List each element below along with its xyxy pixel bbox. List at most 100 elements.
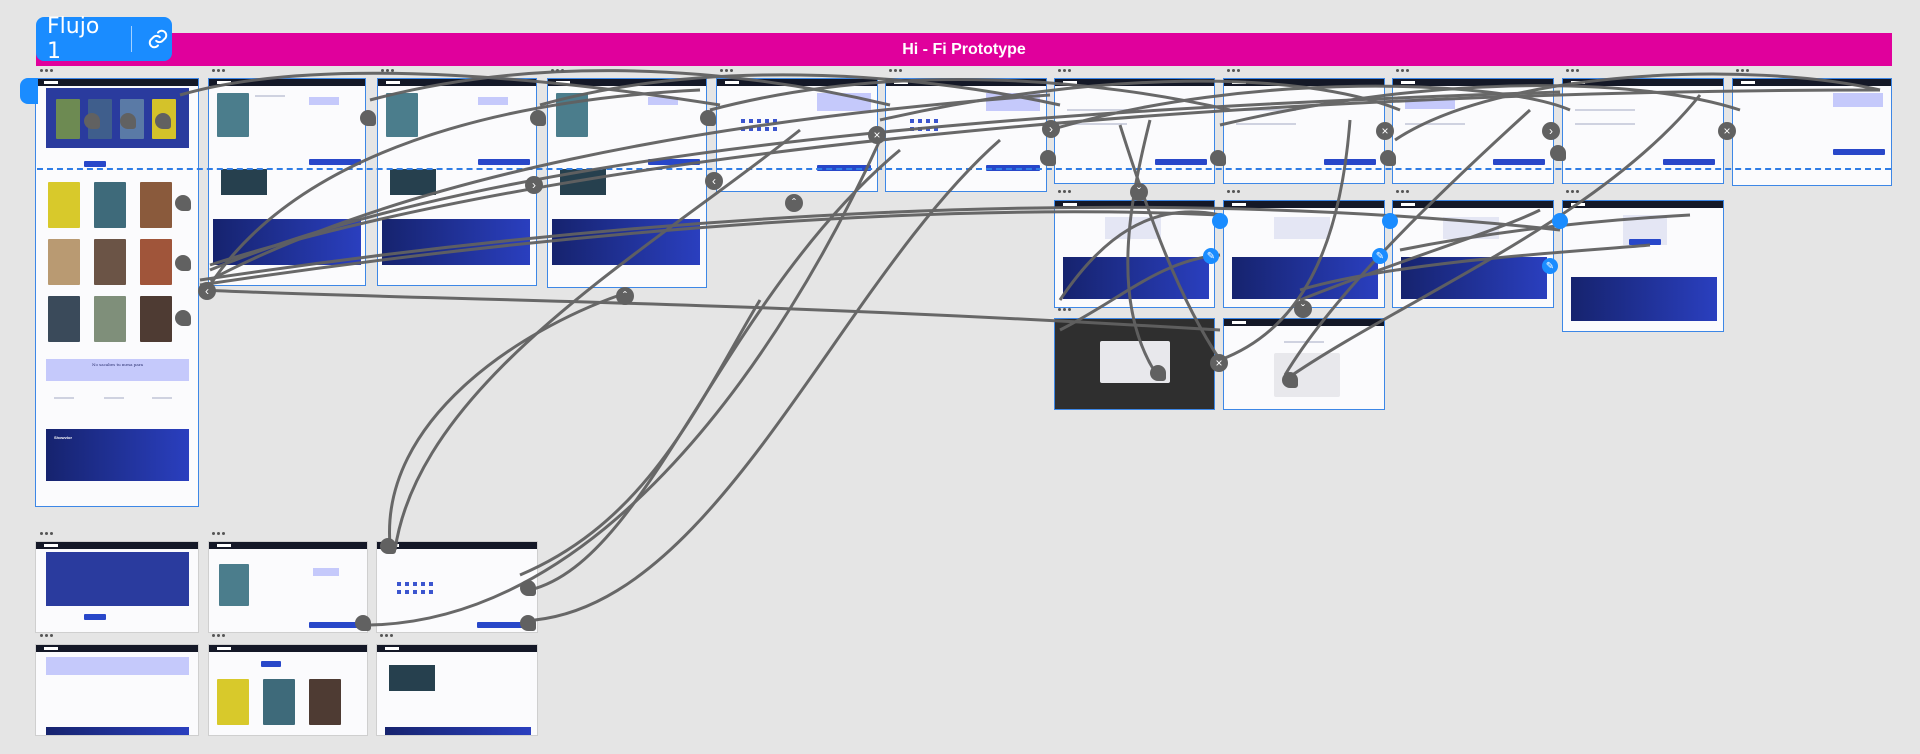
connection-arrow-left[interactable]: ‹: [198, 282, 216, 300]
connection-origin[interactable]: [120, 113, 136, 129]
buy-button[interactable]: [478, 159, 530, 165]
movie-poster[interactable]: [140, 296, 172, 342]
pay-button[interactable]: [1324, 159, 1376, 165]
frame-detail-variant[interactable]: [208, 541, 368, 633]
flow-start-tab[interactable]: [20, 78, 38, 104]
frame-menu-dots[interactable]: [720, 69, 734, 72]
frame-modal-overlay[interactable]: [1054, 318, 1215, 410]
frame-seat-variant[interactable]: [376, 541, 538, 633]
frame-menu-dots[interactable]: [40, 69, 54, 72]
download-button[interactable]: [1629, 239, 1661, 245]
seat[interactable]: [757, 119, 761, 123]
seat[interactable]: [413, 582, 417, 586]
connection-arrow-left[interactable]: ‹: [705, 172, 723, 190]
connection-swap[interactable]: ×: [868, 126, 886, 144]
frame-menu-dots[interactable]: [1566, 190, 1580, 193]
frame-catalog[interactable]: [208, 644, 368, 736]
frame-movie-detail-3[interactable]: [547, 78, 707, 288]
frame-features[interactable]: [35, 644, 199, 736]
connection-arrow-right[interactable]: ›: [1042, 120, 1060, 138]
connection-origin[interactable]: [380, 538, 396, 554]
buy-button[interactable]: [309, 159, 361, 165]
form-field[interactable]: [1067, 123, 1127, 125]
trailer-thumbnail[interactable]: [221, 169, 267, 195]
flow-starting-point-badge[interactable]: Flujo 1: [36, 14, 172, 64]
form-field[interactable]: [1575, 109, 1635, 111]
movie-poster[interactable]: [263, 679, 295, 725]
frame-menu-dots[interactable]: [1396, 69, 1410, 72]
pay-button[interactable]: [1493, 159, 1545, 165]
connection-origin[interactable]: [84, 113, 100, 129]
connection-arrow-right[interactable]: ›: [525, 176, 543, 194]
connection-origin[interactable]: [175, 195, 191, 211]
frame-menu-dots[interactable]: [40, 634, 54, 637]
frame-menu-dots[interactable]: [1227, 69, 1241, 72]
trailer-thumbnail[interactable]: [390, 169, 436, 195]
movie-poster[interactable]: [48, 182, 80, 228]
flow-start-marker[interactable]: [1212, 213, 1228, 229]
frame-home-variant[interactable]: [35, 541, 199, 633]
seat[interactable]: [773, 127, 777, 131]
frame-tickets[interactable]: [1562, 200, 1724, 332]
buy-button[interactable]: [309, 622, 361, 628]
form-field[interactable]: [1236, 109, 1296, 111]
seat[interactable]: [926, 127, 930, 131]
seat[interactable]: [429, 582, 433, 586]
connection-swap[interactable]: ×: [1718, 122, 1736, 140]
movie-poster[interactable]: [48, 296, 80, 342]
form-field[interactable]: [1405, 123, 1465, 125]
connection-origin[interactable]: [1210, 150, 1226, 166]
frame-movie-detail-1[interactable]: [208, 78, 366, 286]
frame-my-tickets[interactable]: [1223, 318, 1385, 410]
connection-origin[interactable]: [175, 310, 191, 326]
movie-poster[interactable]: [140, 182, 172, 228]
seat[interactable]: [749, 119, 753, 123]
pay-button[interactable]: [1663, 159, 1715, 165]
section-header[interactable]: Hi - Fi Prototype: [36, 33, 1892, 66]
seat[interactable]: [926, 119, 930, 123]
date-selector[interactable]: [648, 97, 678, 105]
pay-button[interactable]: [1833, 149, 1885, 155]
connection-origin[interactable]: [520, 580, 536, 596]
date-selector[interactable]: [313, 568, 339, 576]
frame-menu-dots[interactable]: [1396, 190, 1410, 193]
connection-origin[interactable]: [1380, 150, 1396, 166]
connection-origin[interactable]: [155, 113, 171, 129]
form-field[interactable]: [1236, 123, 1296, 125]
connection-origin[interactable]: [530, 110, 546, 126]
seat[interactable]: [910, 119, 914, 123]
frame-movie-info[interactable]: [376, 644, 538, 736]
movie-poster[interactable]: [140, 239, 172, 285]
date-selector[interactable]: [478, 97, 508, 105]
flow-start-marker[interactable]: [1552, 213, 1568, 229]
connection-arrow-down[interactable]: ˇ: [1294, 300, 1312, 318]
seat[interactable]: [397, 590, 401, 594]
connection-swap[interactable]: ×: [1376, 122, 1394, 140]
seat[interactable]: [918, 127, 922, 131]
connection-arrow-right[interactable]: ›: [1542, 122, 1560, 140]
seat[interactable]: [765, 127, 769, 131]
movie-poster[interactable]: [94, 182, 126, 228]
date-selector[interactable]: [309, 97, 339, 105]
movie-poster[interactable]: [48, 239, 80, 285]
tab-button[interactable]: [84, 161, 106, 167]
frame-menu-dots[interactable]: [1566, 69, 1580, 72]
frame-menu-dots[interactable]: [1058, 69, 1072, 72]
frame-menu-dots[interactable]: [381, 69, 395, 72]
frame-menu-dots[interactable]: [40, 532, 54, 535]
seat[interactable]: [934, 127, 938, 131]
frame-confirmation-1[interactable]: [1054, 200, 1215, 308]
connection-arrow-down[interactable]: ˇ: [1130, 183, 1148, 201]
frame-confirmation-2[interactable]: [1223, 200, 1385, 308]
movie-poster[interactable]: [56, 99, 80, 139]
frame-menu-dots[interactable]: [1227, 190, 1241, 193]
connection-origin[interactable]: [175, 255, 191, 271]
trailer-thumbnail[interactable]: [389, 665, 435, 691]
frame-menu-dots[interactable]: [1058, 308, 1072, 311]
frame-menu-dots[interactable]: [1058, 190, 1072, 193]
frame-menu-dots[interactable]: [212, 634, 226, 637]
frame-confirmation-3[interactable]: [1392, 200, 1554, 308]
seat[interactable]: [773, 119, 777, 123]
movie-poster[interactable]: [94, 239, 126, 285]
seat[interactable]: [918, 119, 922, 123]
